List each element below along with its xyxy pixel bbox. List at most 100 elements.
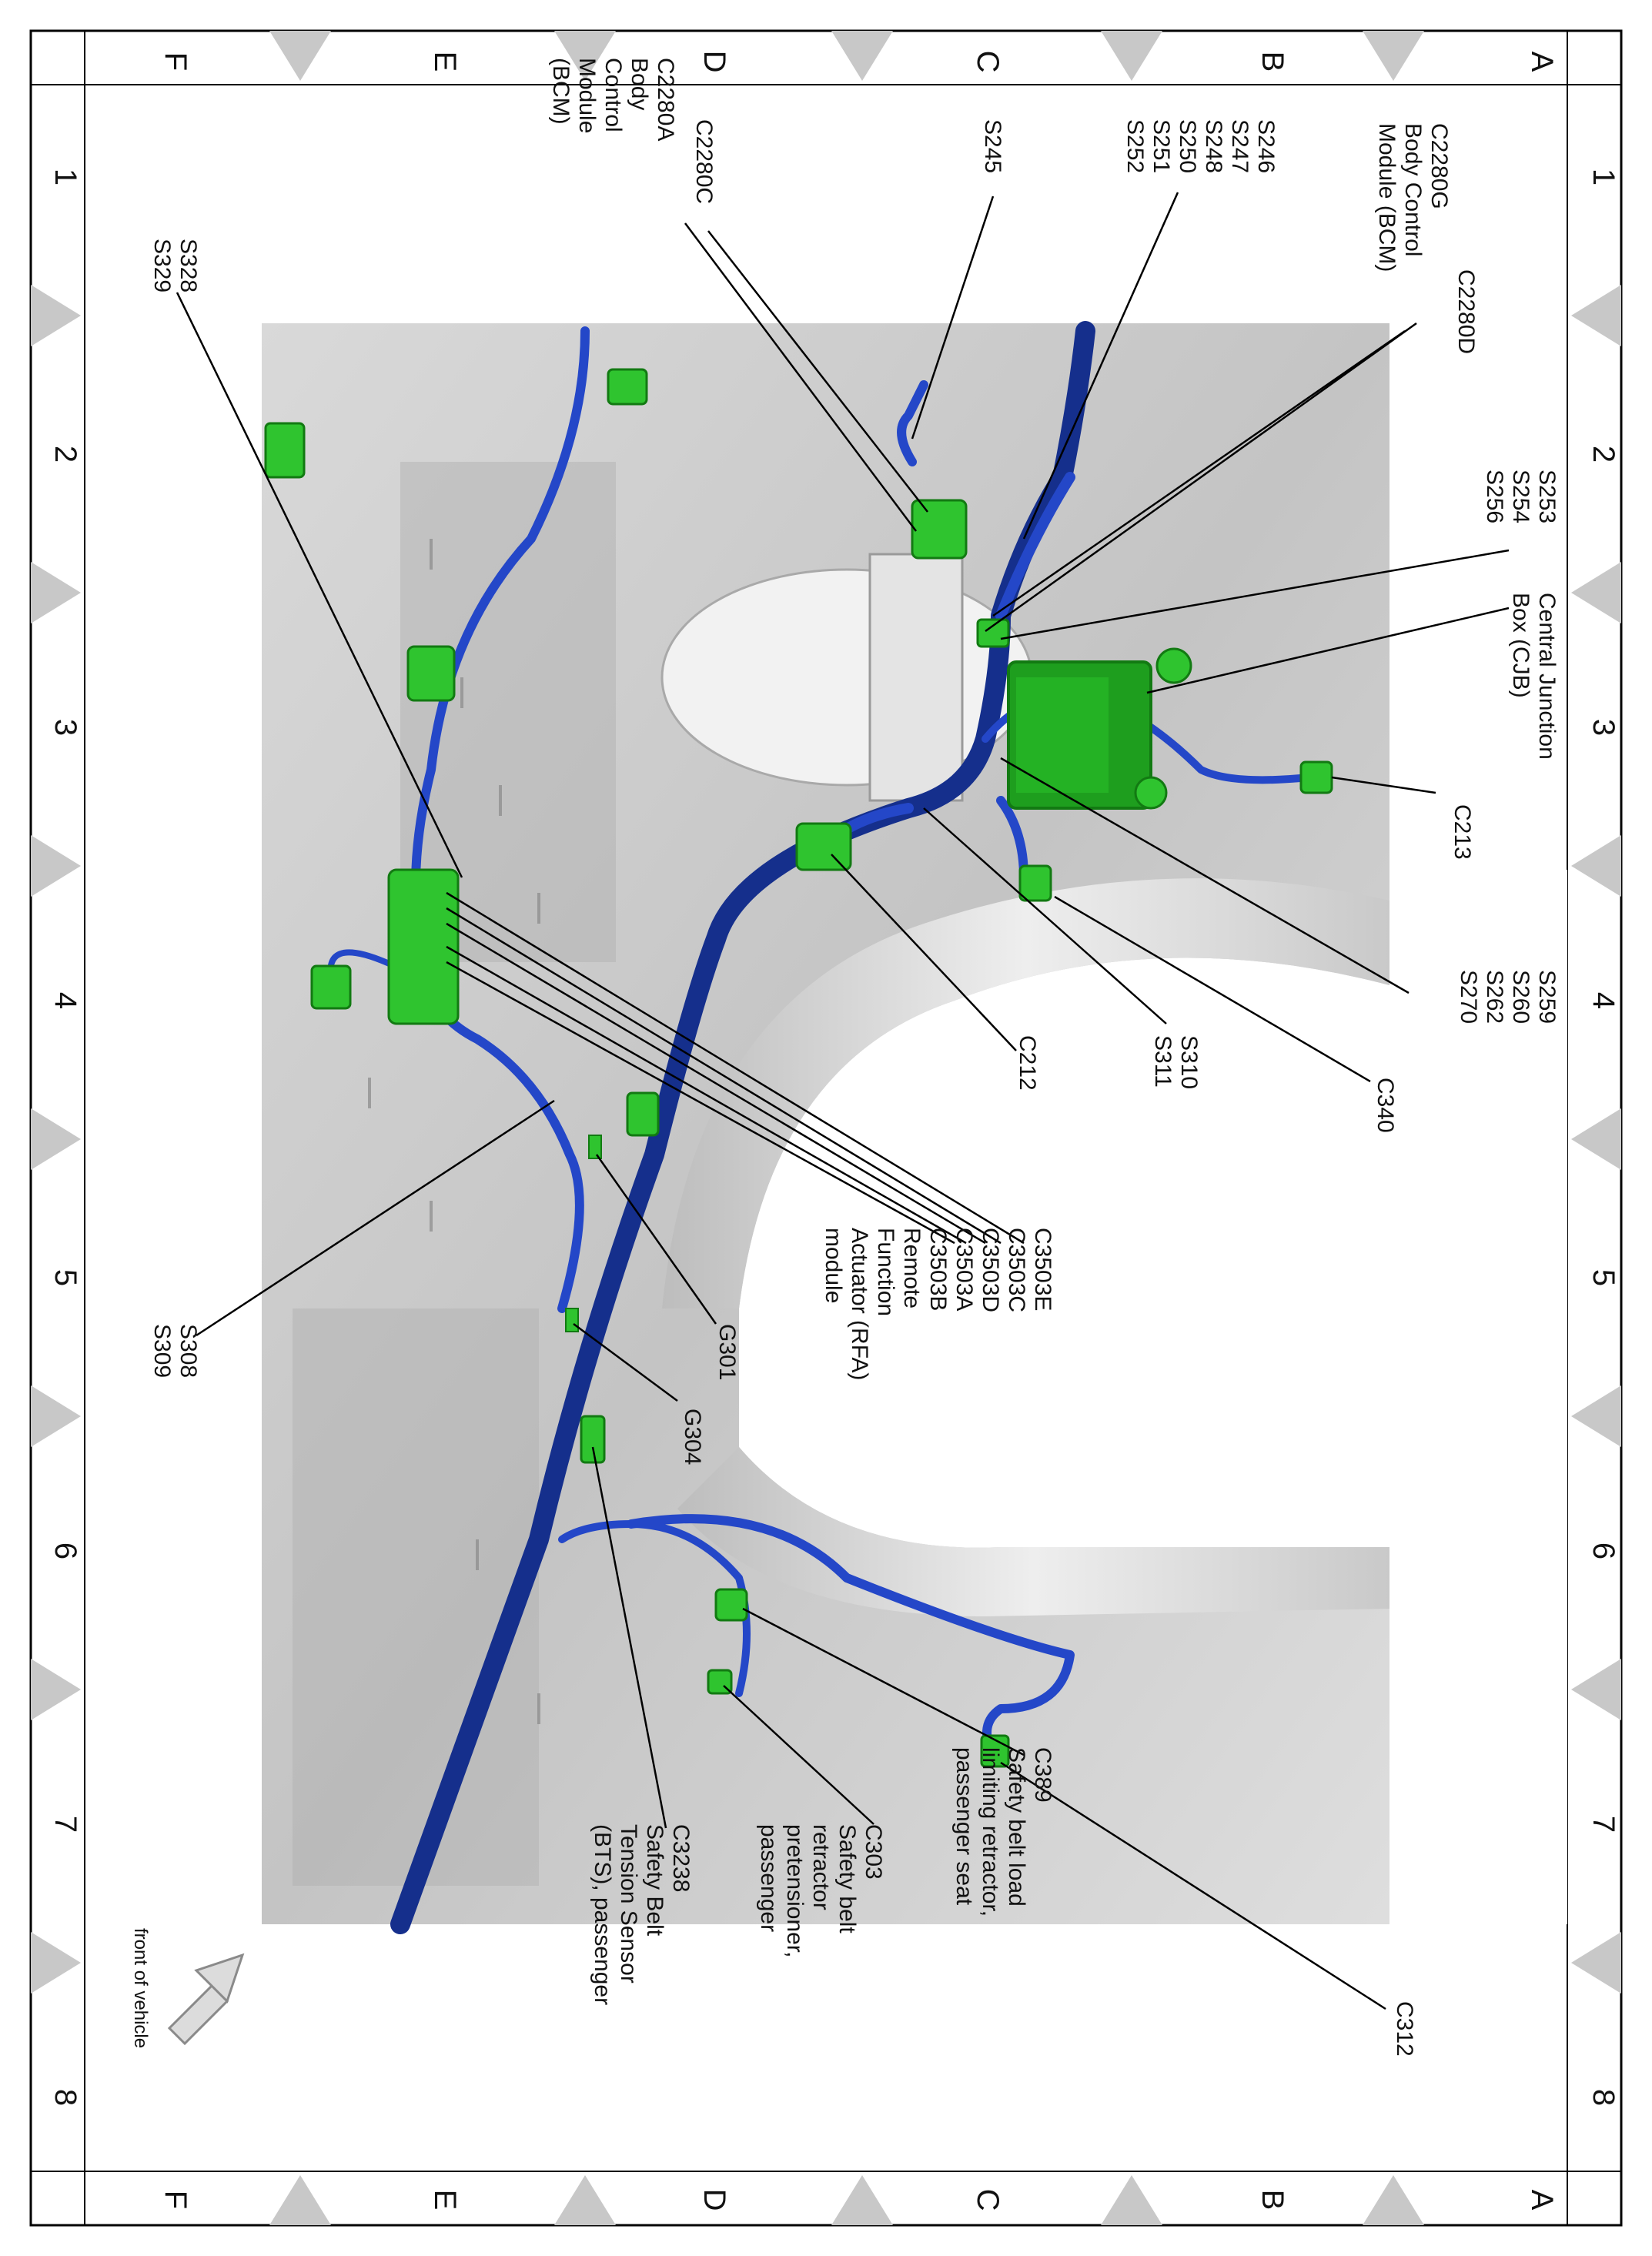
connector-c340	[1018, 864, 1052, 902]
callout-line: Remote	[899, 1228, 925, 1308]
callout-line: S262	[1482, 970, 1507, 1024]
callout-line: G301	[714, 1324, 740, 1380]
callout-g304: G304	[680, 1409, 705, 1465]
callout-s253: S253S254S256	[1482, 470, 1560, 523]
callout-line: Actuator (RFA)	[847, 1228, 872, 1380]
harness-branch-c312	[627, 1514, 1075, 1760]
connector-c2280c	[911, 499, 968, 560]
callout-line: S247	[1227, 119, 1252, 173]
callout-line: Module (BCM)	[1374, 123, 1400, 272]
callout-line: Tension Sensor	[616, 1824, 641, 1984]
callout-line: C2280D	[1453, 269, 1479, 354]
callout-line: Body Control	[1400, 123, 1426, 256]
callout-line: S253	[1534, 470, 1560, 523]
grid-label: B	[1256, 52, 1289, 72]
callout-rfa: C3503EC3503CC3503DC3503AC3503BRemoteFunc…	[821, 1228, 1055, 1380]
callout-line: Body	[627, 58, 652, 110]
grid-label: 5	[48, 1269, 82, 1286]
grid-label: 2	[48, 446, 82, 463]
callout-line: passenger	[756, 1824, 781, 1932]
callout-c2280a: C2280ABodyControlModule(BCM)	[548, 58, 678, 141]
grid-marker-triangle	[1571, 1108, 1621, 1170]
grid-label: 7	[1587, 1816, 1620, 1833]
callout-line: S328	[176, 239, 201, 292]
rear-floor-area	[293, 1308, 539, 1886]
grid-marker-triangle	[1571, 562, 1621, 623]
harness-branch-s245	[897, 380, 928, 466]
callout-line: S260	[1508, 970, 1533, 1024]
grid-label: 3	[1587, 719, 1620, 736]
callout-c340: C340	[1373, 1078, 1398, 1133]
callout-s259: S259S260S262S270	[1456, 970, 1560, 1024]
callout-line: S248	[1201, 119, 1226, 173]
callout-line: retractor	[808, 1824, 834, 1910]
callout-line: C3238	[668, 1824, 694, 1892]
connector-c213	[1299, 760, 1333, 794]
callout-c212: C212	[1015, 1035, 1040, 1091]
callout-s328: S328S329	[149, 239, 201, 292]
grid-label: C	[971, 51, 1005, 73]
grid-marker-triangle	[31, 562, 81, 623]
grid-marker-triangle	[1571, 1932, 1621, 1994]
connector-left-3	[406, 645, 456, 702]
grid-label: 2	[1587, 446, 1620, 463]
callout-s310: S310S311	[1150, 1035, 1202, 1089]
grid-marker-triangle	[31, 835, 81, 897]
callout-line: S252	[1122, 119, 1148, 173]
front-arrow-icon	[167, 1953, 245, 2046]
callout-line: S254	[1508, 470, 1533, 523]
connector-c2280d	[976, 618, 1010, 648]
callout-line: C3503E	[1030, 1228, 1055, 1311]
grid-label: 6	[1587, 1542, 1620, 1559]
grid-label: 3	[48, 719, 82, 736]
seat-rail-area	[400, 462, 616, 962]
callout-c2280g: C2280GBody ControlModule (BCM)	[1374, 123, 1452, 272]
callout-cjb: Central JunctionBox (CJB)	[1508, 593, 1560, 760]
callout-s246: S246S247S248S250S251S252	[1122, 119, 1279, 173]
callout-line: S309	[149, 1324, 175, 1378]
grid-marker-triangle	[269, 31, 331, 81]
grid-marker-triangle	[1571, 835, 1621, 897]
grid-marker-triangle	[31, 1659, 81, 1720]
grid-marker-triangle	[31, 1932, 81, 1994]
front-of-vehicle-indicator: front of vehicle	[130, 1928, 245, 2048]
grid-marker-triangle	[269, 2175, 331, 2225]
callout-line: S270	[1456, 970, 1481, 1024]
connector-c389	[714, 1588, 748, 1622]
callout-s308: S308S309	[149, 1324, 201, 1378]
b-pillar	[662, 878, 1389, 1308]
callout-line: C213	[1450, 804, 1475, 860]
callout-line: C2280A	[653, 58, 678, 141]
callout-c303: C303Safety beltretractorpretensioner,pas…	[756, 1824, 886, 1957]
callout-line: S311	[1150, 1035, 1175, 1088]
grid-marker-triangle	[31, 285, 81, 346]
grid-label: 8	[48, 2089, 82, 2106]
callout-c3238: C3238Safety BeltTension Sensor(BTS), pas…	[590, 1824, 694, 2005]
harness-branch-bcm	[995, 472, 1075, 621]
callout-line: C3503B	[925, 1228, 951, 1311]
grid-marker-triangle	[1571, 1659, 1621, 1720]
callout-line: (BCM)	[548, 58, 574, 125]
harness-branch-left	[411, 326, 590, 890]
callout-line: pretensioner,	[782, 1824, 808, 1957]
grid-label: 5	[1587, 1269, 1620, 1286]
grid-marker-triangle	[1571, 1385, 1621, 1447]
grid-label: F	[159, 52, 192, 71]
callout-c213: C213	[1450, 804, 1475, 860]
grid-label: E	[428, 2190, 462, 2211]
grid-marker-triangle	[1363, 31, 1424, 81]
connector-left-1	[607, 368, 648, 406]
callout-line: S310	[1176, 1035, 1202, 1089]
callout-line: Safety Belt	[642, 1824, 667, 1937]
grid-marker-triangle	[554, 2175, 616, 2225]
vehicle-body-illustration	[262, 323, 1567, 1924]
grid-label: D	[697, 51, 731, 73]
grid-marker-triangle	[1101, 2175, 1162, 2225]
grid-marker-triangle	[31, 1108, 81, 1170]
front-of-vehicle-label: front of vehicle	[130, 1928, 151, 2048]
callout-line: S256	[1482, 470, 1507, 523]
callout-line: C2280C	[691, 119, 717, 204]
callout-c2280c: C2280C	[691, 119, 717, 204]
callout-labels: C2280D C2280GBody ControlModule (BCM) S2…	[149, 58, 1560, 2057]
